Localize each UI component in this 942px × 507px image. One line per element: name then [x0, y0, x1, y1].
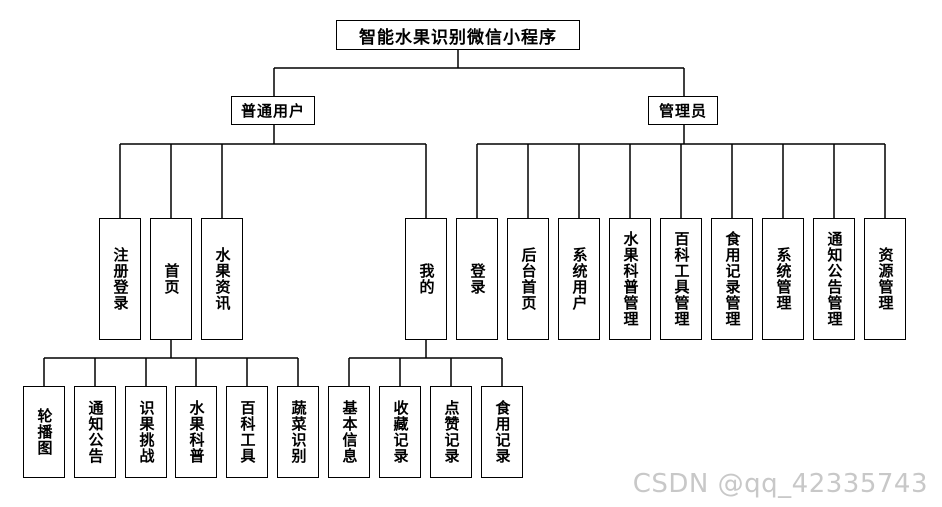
user-branch-node: 普通用户: [231, 96, 315, 125]
recognize-challenge-node: 识果挑战: [125, 386, 167, 478]
food-record-mgmt-node: 食用记录管理: [711, 218, 753, 340]
home-node: 首页: [150, 218, 192, 340]
vegetable-recognition-node: 蔬菜识别: [277, 386, 319, 478]
register-login-node: 注册登录: [99, 218, 141, 340]
admin-login-node: 登录: [456, 218, 498, 340]
backend-home-node: 后台首页: [507, 218, 549, 340]
system-mgmt-node: 系统管理: [762, 218, 804, 340]
admin-branch-node: 管理员: [648, 96, 718, 125]
fruit-news-node: 水果资讯: [201, 218, 243, 340]
resource-mgmt-node: 资源管理: [864, 218, 906, 340]
likes-node: 点赞记录: [430, 386, 472, 478]
notice-mgmt-node: 通知公告管理: [813, 218, 855, 340]
system-users-node: 系统用户: [558, 218, 600, 340]
fruit-science-node: 水果科普: [175, 386, 217, 478]
root-node: 智能水果识别微信小程序: [336, 20, 580, 50]
mine-node: 我的: [405, 218, 447, 340]
basic-info-node: 基本信息: [328, 386, 370, 478]
encyclopedia-node: 百科工具: [226, 386, 268, 478]
watermark-text: CSDN @qq_42335743: [632, 469, 928, 499]
food-records-node: 食用记录: [481, 386, 523, 478]
favorites-node: 收藏记录: [379, 386, 421, 478]
carousel-node: 轮播图: [23, 386, 65, 478]
encyclopedia-mgmt-node: 百科工具管理: [660, 218, 702, 340]
notice-node: 通知公告: [74, 386, 116, 478]
fruit-science-mgmt-node: 水果科普管理: [609, 218, 651, 340]
